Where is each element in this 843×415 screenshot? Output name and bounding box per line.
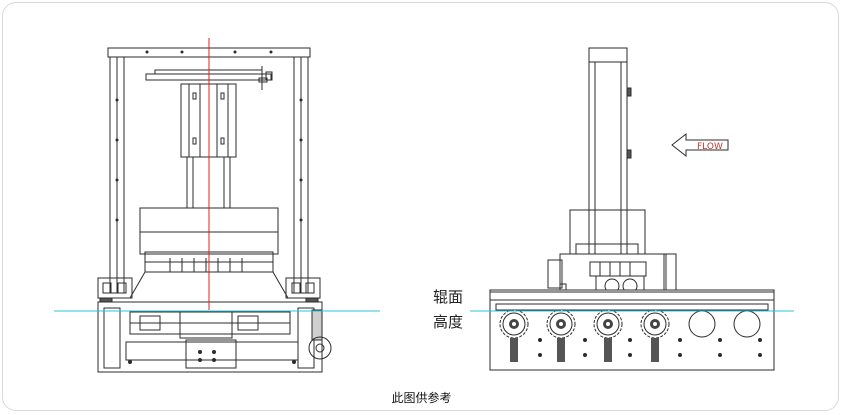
- sprocket-roller-4: [640, 309, 670, 362]
- roll-height-label-line1: 辊面: [433, 288, 464, 306]
- idle-roller-1: [688, 310, 716, 338]
- flow-arrow: FLOW: [671, 132, 729, 158]
- flow-label: FLOW: [697, 142, 723, 152]
- roll-height-label-line2: 高度: [433, 313, 464, 331]
- front-view: [97, 47, 332, 373]
- side-view: [489, 47, 775, 371]
- sprocket-roller-2: [546, 309, 576, 362]
- sprocket-roller-3: [593, 309, 623, 362]
- caption: 此图供参考: [391, 391, 452, 405]
- idle-roller-2: [733, 310, 761, 338]
- sprocket-roller-1: [499, 309, 529, 362]
